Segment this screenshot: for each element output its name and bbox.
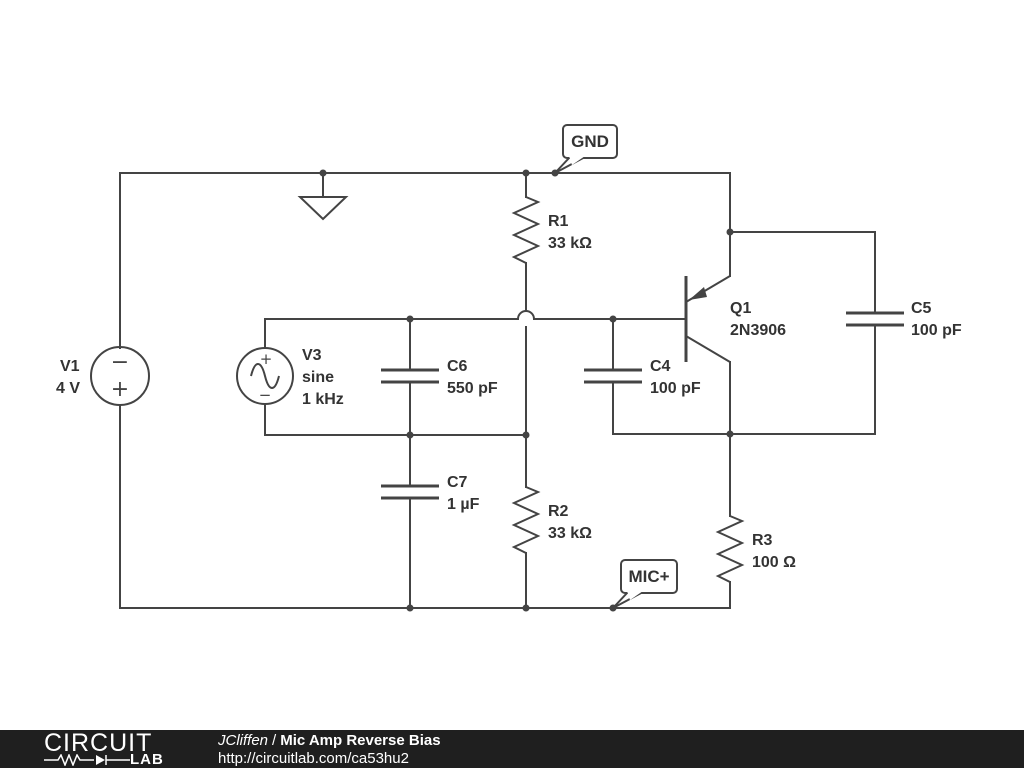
- logo-text-bottom: LAB: [130, 751, 164, 768]
- gnd-net-tag[interactable]: GND: [554, 124, 618, 174]
- v1-minus-sign: −: [111, 350, 129, 375]
- c6-capacitor[interactable]: [381, 368, 439, 384]
- junction-dot: [522, 431, 530, 439]
- r1-name-label: R1: [548, 213, 569, 230]
- c5-capacitor[interactable]: [846, 311, 904, 327]
- c4-value-label: 100 pF: [650, 380, 701, 397]
- r2-name-label: R2: [548, 503, 569, 520]
- junction-dot: [522, 169, 530, 177]
- circuit-title[interactable]: Mic Amp Reverse Bias: [280, 732, 441, 749]
- r1-resistor[interactable]: [511, 196, 541, 264]
- junction-dot: [726, 430, 734, 438]
- junction-dot: [406, 315, 414, 323]
- v3-freq-label: 1 kHz: [302, 391, 344, 408]
- mic-tag-pointer: [612, 591, 644, 609]
- logo-text-top: CIRCUIT: [44, 729, 153, 757]
- c4-capacitor[interactable]: [584, 368, 642, 384]
- c4-name-label: C4: [650, 358, 671, 375]
- junction-dot: [726, 228, 734, 236]
- v3-name-label: V3: [302, 347, 322, 364]
- c7-name-label: C7: [447, 474, 468, 491]
- c7-value-label: 1 µF: [447, 496, 480, 513]
- v3-source[interactable]: + −: [236, 347, 294, 405]
- v3-wave-label: sine: [302, 369, 334, 386]
- r2-resistor[interactable]: [511, 486, 541, 554]
- r3-resistor[interactable]: [715, 515, 745, 583]
- v1-plus-sign: +: [111, 377, 129, 402]
- circuit-url-link[interactable]: http://circuitlab.com/ca53hu2: [218, 750, 409, 767]
- mic-net-tag[interactable]: MIC+: [612, 559, 678, 609]
- mic-net-label: MIC+: [628, 567, 669, 586]
- footer-bar: CIRCUIT LAB JCliffen/Mic Amp Reverse Bia…: [0, 730, 1024, 768]
- ground-icon[interactable]: [297, 196, 349, 221]
- v3-body[interactable]: [236, 347, 294, 405]
- v3-minus-sign: −: [259, 386, 272, 404]
- wire-base-line: [264, 310, 686, 320]
- gnd-tag-pointer: [554, 156, 586, 174]
- gnd-net-label: GND: [571, 132, 609, 151]
- q1-collector-leg: [685, 335, 731, 363]
- wire-top-rail: [119, 172, 731, 349]
- mic-tag-box: [620, 559, 678, 594]
- r3-value-label: 100 Ω: [752, 554, 796, 571]
- junction-dot: [522, 604, 530, 612]
- q1-part-label: 2N3906: [730, 322, 786, 339]
- author-link[interactable]: JCliffen: [218, 732, 269, 749]
- r2-value-label: 33 kΩ: [548, 525, 592, 542]
- v1-body[interactable]: [90, 346, 150, 406]
- c7-capacitor[interactable]: [381, 484, 439, 500]
- junction-dot: [609, 315, 617, 323]
- circuitlab-logo[interactable]: CIRCUIT LAB: [44, 729, 184, 768]
- c6-name-label: C6: [447, 358, 468, 375]
- title-separator: /: [272, 732, 277, 749]
- schematic-canvas: − + V1 4 V + − V3 sine 1 kHz R1 33 kΩ R2…: [56, 124, 962, 612]
- junction-dot: [406, 604, 414, 612]
- q1-pnp-transistor[interactable]: [684, 275, 731, 363]
- footer-title-line: JCliffen/Mic Amp Reverse Bias: [218, 732, 441, 749]
- c6-value-label: 550 pF: [447, 380, 498, 397]
- junction-dot: [406, 431, 414, 439]
- v1-source[interactable]: − +: [90, 346, 150, 406]
- v1-name-label: V1: [60, 358, 80, 375]
- resistor-diode-logo-icon: [44, 754, 130, 766]
- q1-emitter-arrow-icon: [689, 287, 707, 300]
- wire-bottom-rail: [119, 404, 731, 609]
- r3-name-label: R3: [752, 532, 773, 549]
- r1-value-label: 33 kΩ: [548, 235, 592, 252]
- v1-value-label: 4 V: [56, 380, 80, 397]
- gnd-tag-box: [562, 124, 618, 159]
- junction-dot: [319, 169, 327, 177]
- c5-value-label: 100 pF: [911, 322, 962, 339]
- q1-name-label: Q1: [730, 300, 751, 317]
- v3-plus-sign: +: [260, 350, 273, 368]
- sine-wave-icon: [250, 363, 280, 389]
- wire-c5-top: [729, 231, 876, 314]
- c5-name-label: C5: [911, 300, 932, 317]
- wires: [119, 172, 876, 609]
